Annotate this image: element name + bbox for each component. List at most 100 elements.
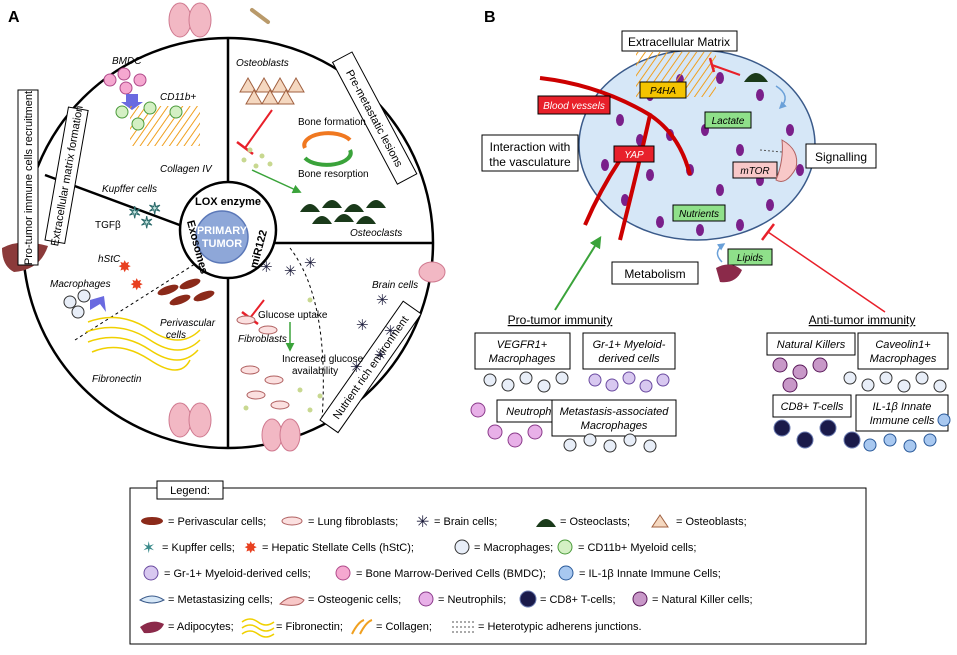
caveolin-label-2: Macrophages	[870, 353, 937, 365]
legend-brain-cells: = Brain cells;	[434, 516, 497, 528]
legend-adherens: = Heterotypic adherens junctions.	[478, 621, 642, 633]
vegfr1-box	[474, 332, 571, 370]
legend-macrophages: = Macrophages;	[474, 542, 553, 554]
signalling-box	[805, 143, 877, 169]
pro-tumor-title: Pro-tumor immunity	[508, 313, 613, 327]
legend-hstc-icon: ✸	[244, 540, 257, 557]
svg-text:✸: ✸	[118, 259, 131, 276]
caveolin-label-1: Caveolin1+	[875, 339, 931, 351]
legend-neutrophil-icon	[418, 591, 434, 607]
macrophage-cells-a	[63, 289, 91, 319]
legend-cd8-icon	[519, 590, 537, 608]
blood-vessels	[539, 76, 692, 241]
neutrophils-label: Neutrophils	[506, 406, 562, 418]
primary-label-2: TUMOR	[202, 238, 242, 250]
gr1-cells	[588, 371, 670, 393]
metastasis-macrophage-box	[551, 399, 677, 437]
lung-icon-bottom-left	[168, 402, 212, 438]
lipids-tag-label: Lipids	[737, 253, 763, 264]
blood-vessels-tag-label: Blood vessels	[543, 101, 605, 112]
metastasis-label-1: Metastasis-associated	[560, 406, 670, 418]
svg-text:✶: ✶	[128, 205, 141, 222]
svg-text:✳: ✳	[350, 359, 363, 376]
svg-text:✳: ✳	[260, 259, 273, 276]
legend-macrophage-icon	[454, 539, 470, 555]
macrophage-arrow	[90, 296, 106, 312]
bone-cycle-icon	[302, 131, 353, 167]
legend-collagen-icon	[351, 619, 373, 635]
bmdc-label: BMDC	[112, 56, 142, 67]
nk-box	[766, 332, 856, 356]
lipids-tag	[727, 248, 773, 266]
pro-tumor-arrow	[554, 235, 602, 311]
glucose-uptake-label: Glucose uptake	[258, 310, 328, 321]
legend-bmdc: = Bone Marrow-Derived Cells (BMDC);	[356, 568, 546, 580]
blood-vessels-tag	[537, 95, 611, 115]
interaction-label-1: Interaction with	[490, 140, 571, 154]
osteoblast-cells	[239, 76, 305, 105]
panel-a-diagram: LOX enzyme PRIMARY TUMOR Exosomes miR122	[2, 2, 446, 452]
legend-neutrophils: = Neutrophils;	[438, 594, 506, 606]
vegfr1-label-2: Macrophages	[489, 353, 556, 365]
exosome-to-osteoclast-arrow	[251, 169, 302, 194]
fibroblast-cells	[236, 315, 290, 410]
caveolin-macrophage-cells	[843, 371, 947, 393]
panel-a-label: A	[8, 9, 20, 26]
anti-tumor-inhibit-bar	[761, 223, 775, 241]
hstc-cells: ✸✸	[118, 259, 143, 294]
legend-box	[129, 487, 867, 645]
pro-tumor-immune-box: Pro-tumor immune cells recruitment	[17, 89, 39, 266]
primary-tumor-icon	[195, 210, 249, 264]
perivascular-label-2: cells	[166, 330, 186, 341]
nk-label: Natural Killers	[777, 339, 846, 351]
primary-label-1: PRIMARY	[197, 225, 248, 237]
kupffer-cells: ✶✶✶	[128, 201, 162, 233]
fibronectin-fibers	[85, 316, 201, 371]
glucose-inhibit-line	[249, 299, 265, 319]
perivascular-label-1: Perivascular	[160, 318, 216, 329]
svg-text:✳: ✳	[374, 347, 387, 364]
bone-formation-label: Bone formation	[298, 117, 366, 128]
legend-il1b: = IL-1β Innate Immune Cells;	[579, 568, 721, 580]
bmdc-cells	[103, 67, 147, 95]
legend-osteoblasts: = Osteoblasts;	[676, 516, 747, 528]
legend-brain-cell-icon: ✳	[416, 514, 429, 531]
legend-osteoclast-icon	[536, 519, 556, 527]
osteoblasts-label: Osteoblasts	[236, 58, 289, 69]
panel-b-label: B	[484, 9, 496, 26]
vegfr1-label-1: VEGFR1+	[497, 339, 548, 351]
legend-cd11b-icon	[557, 539, 573, 555]
exosome-dots-upper	[241, 147, 273, 169]
svg-text:✳: ✳	[384, 323, 397, 340]
legend-kupffer: = Kupffer cells;	[162, 542, 235, 554]
lox-enzyme-label: LOX enzyme	[195, 196, 261, 208]
lactate-tag-label: Lactate	[712, 116, 745, 127]
interaction-box	[481, 134, 579, 172]
perivascular-cells	[157, 278, 215, 306]
increased-glucose-label-1: Increased glucose	[282, 354, 364, 365]
interaction-label-2: the vasculature	[489, 155, 571, 169]
fibronectin-label: Fibronectin	[92, 374, 142, 385]
brain-cells-label: Brain cells	[372, 280, 418, 291]
brain-icon	[418, 261, 446, 283]
signalling-label: Signalling	[815, 150, 867, 164]
il1b-cells	[863, 413, 951, 453]
mtor-tag	[732, 161, 778, 179]
gr1-box	[582, 332, 676, 370]
nk-cells	[772, 357, 828, 393]
legend-osteoblast-icon	[651, 514, 669, 528]
legend-nk-icon	[632, 591, 648, 607]
ecm-curved-arrow	[775, 85, 787, 110]
p4ha-tag	[639, 81, 687, 99]
ecm-inhibit-line	[711, 64, 741, 76]
nutrients-tag-label: Nutrients	[679, 209, 719, 220]
legend-cd11b: = CD11b+ Myeloid cells;	[578, 542, 696, 554]
legend-lung-fibroblast-icon	[281, 516, 303, 526]
il1b-label-2: Immune cells	[870, 415, 935, 427]
lactate-tag	[704, 111, 752, 129]
legend-fibronectin-icon	[241, 618, 275, 638]
osteoclast-ecm-icon	[744, 73, 768, 82]
metastasis-macrophage-cells	[563, 433, 657, 453]
legend-hstc: = Hepatic Stellate Cells (hStC);	[262, 542, 414, 554]
cd8-box	[772, 394, 852, 418]
